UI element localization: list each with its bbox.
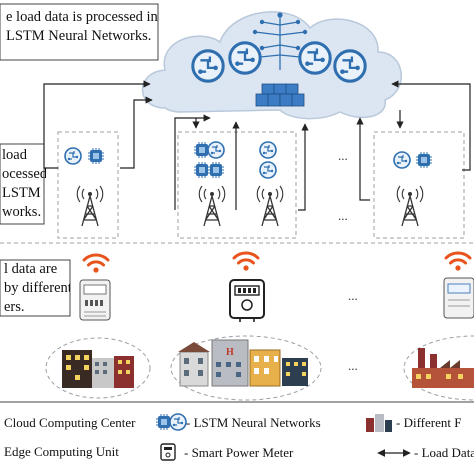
buildings-legend-icon <box>366 414 392 432</box>
cloud-computing-center <box>141 11 402 120</box>
cloud-callout: e load data is processed in LSTM Neural … <box>6 8 158 46</box>
wifi-icon-2 <box>232 251 260 273</box>
edge-callout-line-3: LSTM <box>2 185 41 201</box>
wifi-icon-1 <box>82 253 110 275</box>
smart-meter-icon-2 <box>229 279 265 322</box>
edge-callout-line-1: load <box>2 147 27 163</box>
legend-cloud-center: Cloud Computing Center <box>4 415 136 430</box>
edge-tower-icon-1 <box>76 185 104 227</box>
edge-frame-1 <box>57 131 119 239</box>
smart-meter-legend-icon <box>160 443 176 461</box>
meter-callout-line-3: ers. <box>4 299 25 315</box>
cloud-callout-line-2: LSTM Neural Networks. <box>6 28 152 44</box>
meter-callout-box <box>0 259 71 317</box>
load-data-arrows <box>43 80 471 211</box>
edge-callout-line-2: ocessed <box>2 166 46 182</box>
edge-callout-box <box>0 143 45 225</box>
meter-callout: l data are by different ers. <box>4 260 70 317</box>
ellipsis-3: ... <box>348 288 358 303</box>
ellipsis-4: ... <box>348 358 358 373</box>
edge-units <box>64 141 433 179</box>
edge-tower-icon-2 <box>198 185 226 227</box>
building-group-2: H <box>178 339 308 387</box>
legend-different: - Different F <box>396 415 462 430</box>
cloud-callout-line-1: e load data is processed in <box>6 9 158 25</box>
building-group-1 <box>62 350 134 388</box>
edge-callout-line-4: works. <box>2 204 42 220</box>
meter-callout-line-1: l data are <box>4 261 58 277</box>
building-group-3 <box>412 348 474 388</box>
legend-edge-unit: Edge Computing Unit <box>4 444 119 459</box>
smart-meter-icon-1 <box>79 279 111 321</box>
wifi-icon-3 <box>444 251 472 273</box>
cloud-callout-box <box>0 3 159 61</box>
ellipsis-1: ... <box>338 148 348 163</box>
edge-tower-icon-3 <box>256 185 284 227</box>
legend-lstm: - LSTM Neural Networks <box>186 415 321 430</box>
legend-smart-meter: - Smart Power Meter <box>184 445 294 460</box>
legend-load-data: - Load Data <box>414 445 474 460</box>
ellipsis-2: ... <box>338 208 348 223</box>
smart-meter-icon-3 <box>443 277 474 319</box>
edge-frame-3 <box>373 131 465 239</box>
meter-callout-line-2: by different <box>4 280 70 296</box>
edge-tower-icon-4 <box>396 185 424 227</box>
lstm-legend-icon <box>155 413 187 431</box>
edge-frame-2 <box>177 131 297 239</box>
svg-text:H: H <box>226 347 234 358</box>
edge-callout: load ocessed LSTM works. <box>2 146 46 222</box>
